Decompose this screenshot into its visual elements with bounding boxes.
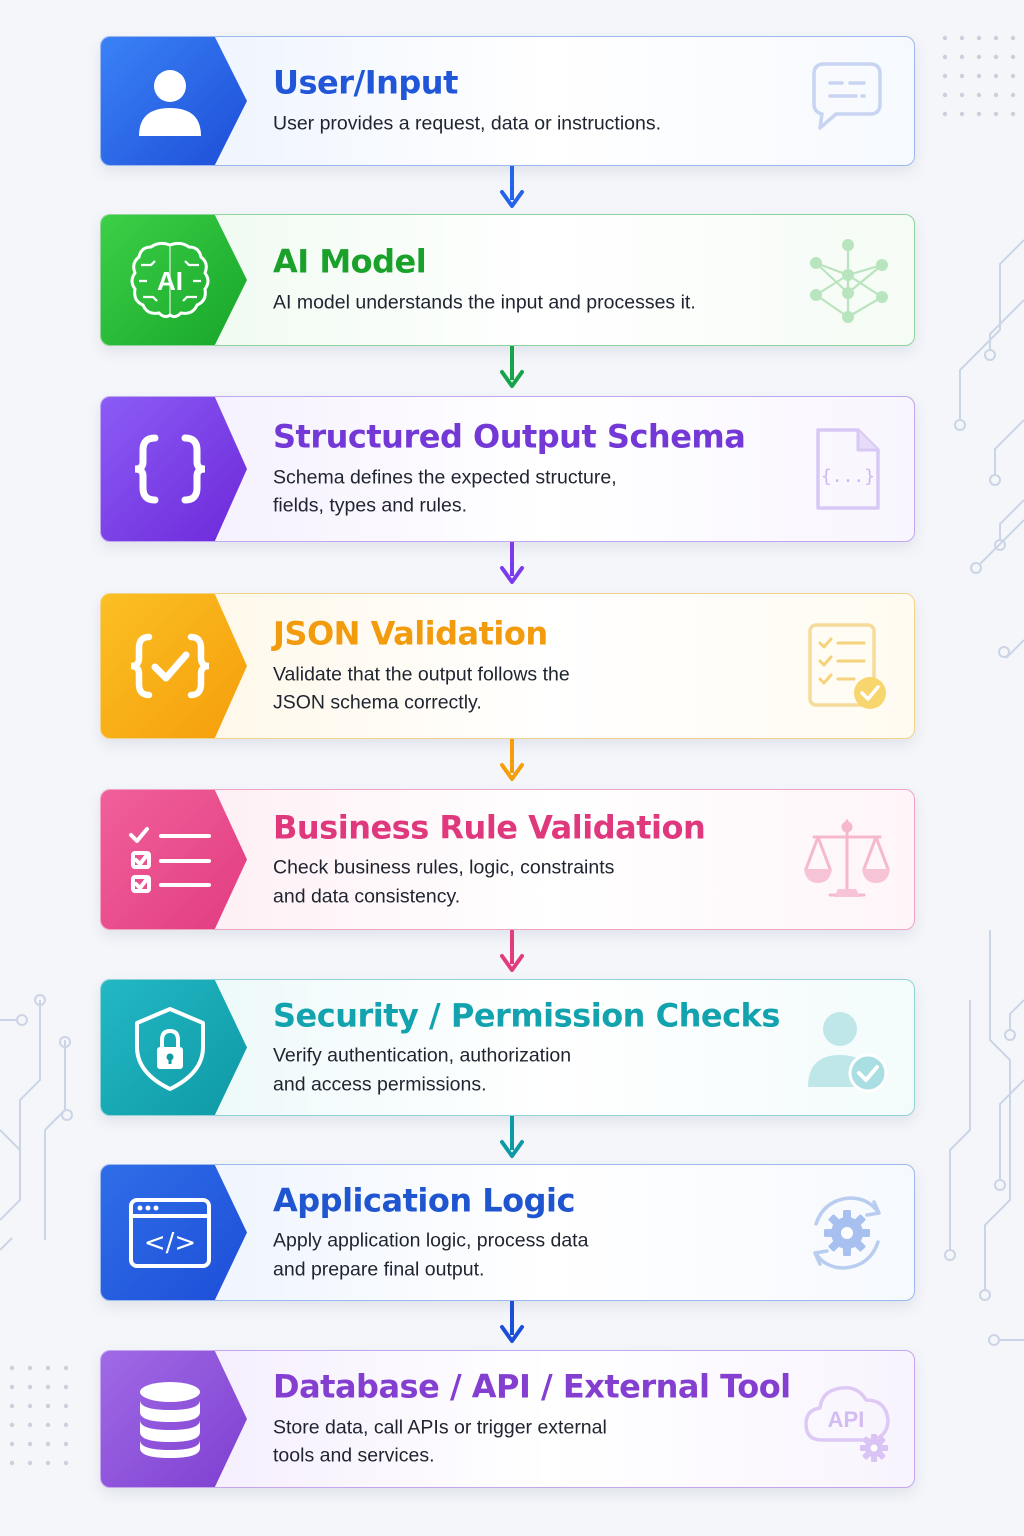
step-badge xyxy=(101,980,247,1115)
flow-arrow xyxy=(500,930,524,972)
flow-arrow xyxy=(500,346,524,388)
flow-arrow xyxy=(500,1301,524,1343)
checklist-document-icon xyxy=(808,623,886,709)
step-badge xyxy=(101,594,247,738)
ai-badge-text: AI xyxy=(157,266,183,296)
database-icon xyxy=(140,1382,200,1458)
step-ai-model: AI AI Model AI model understands the inp… xyxy=(100,214,915,346)
network-graph-icon xyxy=(810,239,888,323)
flow-arrow xyxy=(500,1116,524,1158)
chat-bubble-icon xyxy=(812,62,882,130)
flow-arrow xyxy=(500,166,524,208)
step-description: User provides a request, data or instruc… xyxy=(273,112,662,135)
step-description: Verify authentication, authorization and… xyxy=(273,1044,572,1095)
step-description: Apply application logic, process data an… xyxy=(273,1229,589,1280)
ai-brain-icon: AI xyxy=(130,241,210,319)
step-title: Database / API / External Tool xyxy=(273,1367,791,1406)
api-cloud-text: API xyxy=(828,1407,865,1432)
step-badge: AI xyxy=(101,215,247,345)
step-title: AI Model xyxy=(273,242,427,281)
step-title: JSON Validation xyxy=(273,614,548,653)
step-title: Business Rule Validation xyxy=(273,807,706,846)
step-title: Structured Output Schema xyxy=(273,417,746,456)
step-description: Check business rules, logic, constraints… xyxy=(273,856,615,907)
braces-check-icon xyxy=(130,633,210,699)
checklist-icon xyxy=(129,826,211,893)
step-badge xyxy=(101,37,247,165)
step-description: Store data, call APIs or trigger externa… xyxy=(273,1416,607,1467)
gear-sync-icon xyxy=(813,1195,881,1270)
step-security-permission-checks: Security / Permission Checks Verify auth… xyxy=(100,979,915,1116)
step-description: Schema defines the expected structure, f… xyxy=(273,466,617,517)
step-json-validation: JSON Validation Validate that the output… xyxy=(100,593,915,739)
schema-doc-text: {...} xyxy=(821,466,875,487)
step-description: AI model understands the input and proce… xyxy=(273,291,696,314)
balance-scale-icon xyxy=(804,819,890,897)
step-database-api-external-tool: Database / API / External Tool Store dat… xyxy=(100,1350,915,1488)
step-badge: </> xyxy=(101,1165,247,1300)
verified-user-icon xyxy=(808,1011,888,1092)
step-business-rule-validation: Business Rule Validation Check business … xyxy=(100,789,915,930)
curly-braces-icon xyxy=(134,434,206,504)
step-badge xyxy=(101,790,247,929)
schema-document-icon: {...} xyxy=(816,428,880,510)
step-title: Security / Permission Checks xyxy=(273,995,780,1034)
flow-arrow xyxy=(500,739,524,781)
api-cloud-icon: API xyxy=(804,1386,890,1462)
step-title: User/Input xyxy=(273,63,458,102)
shield-lock-icon xyxy=(135,1006,205,1091)
step-description: Validate that the output follows the JSO… xyxy=(273,663,570,714)
step-application-logic: </> Application Logic Apply application … xyxy=(100,1164,915,1301)
step-badge xyxy=(101,397,247,541)
user-icon xyxy=(139,70,201,136)
code-window-icon: </> xyxy=(129,1197,211,1268)
step-title: Application Logic xyxy=(273,1180,575,1219)
step-structured-output-schema: Structured Output Schema Schema defines … xyxy=(100,396,915,542)
flow-arrow xyxy=(500,542,524,584)
step-user-input: User/Input User provides a request, data… xyxy=(100,36,915,166)
step-badge xyxy=(101,1351,247,1487)
code-badge-text: </> xyxy=(144,1228,196,1258)
